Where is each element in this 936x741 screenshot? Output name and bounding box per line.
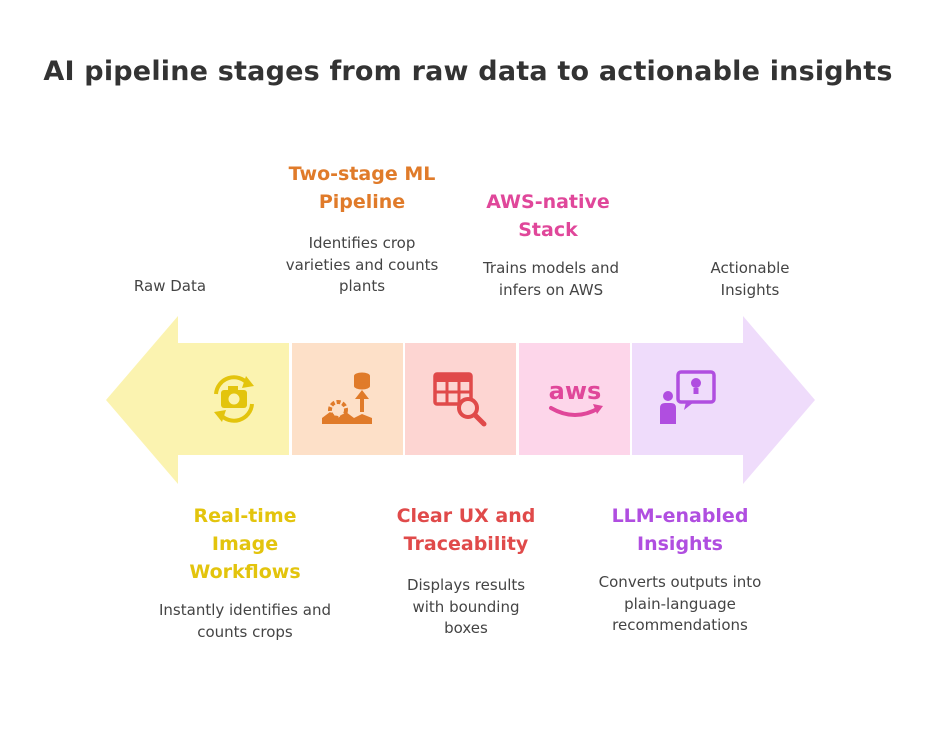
right-arrow-head bbox=[743, 316, 815, 484]
camera-refresh-icon bbox=[214, 375, 254, 423]
stage-1-description: Instantly identifies and counts crops bbox=[159, 601, 331, 641]
start-label: Raw Data bbox=[133, 277, 207, 295]
stage-segment-5 bbox=[632, 343, 743, 455]
stage-5-heading: LLM-enabled Insights bbox=[611, 505, 749, 555]
stage-3-heading: Clear UX and Traceability bbox=[396, 505, 536, 555]
stage-2-heading: Two-stage ML Pipeline bbox=[288, 163, 436, 213]
stage-3-description: Displays results with bounding boxes bbox=[406, 576, 526, 637]
factory-data-icon bbox=[322, 372, 372, 424]
stage-4-heading: AWS-native Stack bbox=[486, 191, 610, 241]
person-idea-icon bbox=[660, 370, 716, 424]
end-label: Actionable Insights bbox=[710, 259, 790, 299]
stage-1-heading: Real-time Image Workflows bbox=[189, 505, 301, 583]
page-title: AI pipeline stages from raw data to acti… bbox=[43, 56, 893, 87]
stage-5-description: Converts outputs into plain-language rec… bbox=[598, 573, 762, 634]
stage-segment-2 bbox=[292, 343, 403, 455]
table-search-icon bbox=[433, 372, 487, 427]
aws-logo-icon: aws bbox=[549, 377, 603, 417]
left-arrow-head bbox=[106, 316, 178, 484]
svg-text:aws: aws bbox=[549, 377, 602, 405]
stage-2-description: Identifies crop varieties and counts pla… bbox=[285, 234, 439, 295]
stage-segment-4 bbox=[519, 343, 630, 455]
stage-4-description: Trains models and infers on AWS bbox=[482, 259, 620, 299]
